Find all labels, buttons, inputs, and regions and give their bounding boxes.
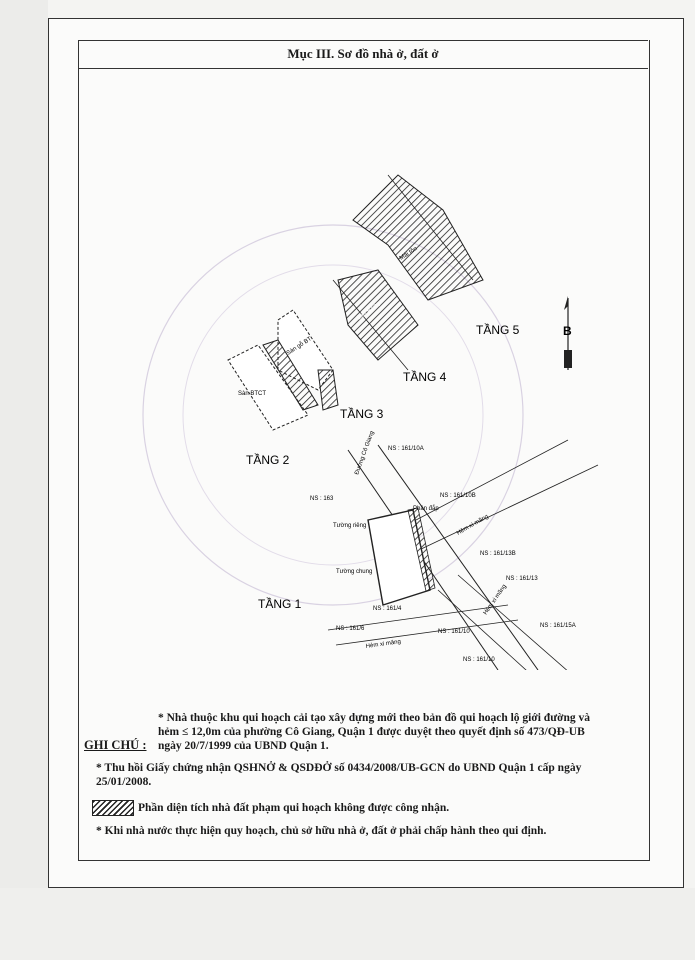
- scan-bottom: [0, 888, 695, 960]
- floor2-slab-label: Sàn BTCT: [238, 391, 266, 397]
- note-owner-obligation: * Khi nhà nước thực hiện quy hoạch, chủ …: [96, 825, 547, 837]
- floor1-site-plan: [327, 439, 599, 670]
- note-hatch-legend: Phần diện tích nhà đất phạm qui hoạch kh…: [138, 802, 450, 814]
- fill-area-label: Phần đắp: [413, 505, 439, 512]
- floor5-plan: Mái tôn: [352, 174, 484, 301]
- document-sheet: [48, 18, 684, 888]
- lot-161-10-lower: NS : 161/10: [463, 657, 495, 663]
- floor4-label: TẦNG 4: [403, 369, 447, 384]
- north-arrow-icon: [564, 296, 572, 370]
- lot-161-10b: NS : 161/10B: [440, 493, 476, 499]
- floor4-plan: Sàn BTCT: [332, 269, 419, 371]
- hatch-legend-icon: [92, 800, 134, 816]
- lot-161-6: NS : 161/6: [336, 626, 365, 632]
- lot-161-15a: NS : 161/15A: [540, 623, 576, 629]
- street-label: Đường Cô Giang: [354, 430, 375, 475]
- floor1-label: TẦNG 1: [258, 596, 302, 611]
- floor-plan-drawing: B Mái tôn TẦNG 5 Sàn BTCT TẦNG 4 Sàn gỗ …: [142, 174, 599, 670]
- drawing-frame: [78, 40, 650, 861]
- floor5-label: TẦNG 5: [476, 322, 520, 337]
- page-title: Mục III. Sơ đồ nhà ở, đất ở: [287, 46, 439, 61]
- frame-top-line: [78, 40, 648, 41]
- floor3-label: TẦNG 3: [340, 406, 384, 421]
- compass-label: B: [563, 324, 572, 338]
- seal-inner-ring: [182, 264, 484, 566]
- seal-outer-ring: [142, 224, 524, 606]
- lot-161-13b: NS : 161/13B: [480, 551, 516, 557]
- notes-heading: GHI CHÚ :: [84, 738, 147, 752]
- note-planning-zone: * Nhà thuộc khu qui hoạch cải tạo xây dự…: [158, 712, 590, 752]
- lot-161-10: NS : 161/10: [438, 629, 470, 635]
- floor2-label: TẦNG 2: [246, 452, 290, 467]
- lot-161-4: NS : 161/4: [373, 606, 402, 612]
- private-wall-label: Tường riêng: [333, 523, 366, 529]
- note-certificate-revoked: * Thu hồi Giấy chứng nhận QSHNỞ & QSDĐỞ …: [96, 762, 582, 788]
- title-bar: Mục III. Sơ đồ nhà ở, đất ở: [78, 40, 648, 69]
- lot-163: NS : 163: [310, 496, 334, 502]
- lot-161-13: NS : 161/13: [506, 576, 538, 582]
- lot-161-10a: NS : 161/10A: [388, 446, 424, 452]
- shared-wall-label: Tường chung: [336, 569, 372, 575]
- alley-label-3: Hẻm xi măng: [365, 639, 401, 650]
- alley-label-1: Hẻm xi măng: [456, 514, 490, 537]
- floor2-plan: Sàn BTCT: [227, 339, 319, 431]
- scan-margin: [0, 0, 48, 960]
